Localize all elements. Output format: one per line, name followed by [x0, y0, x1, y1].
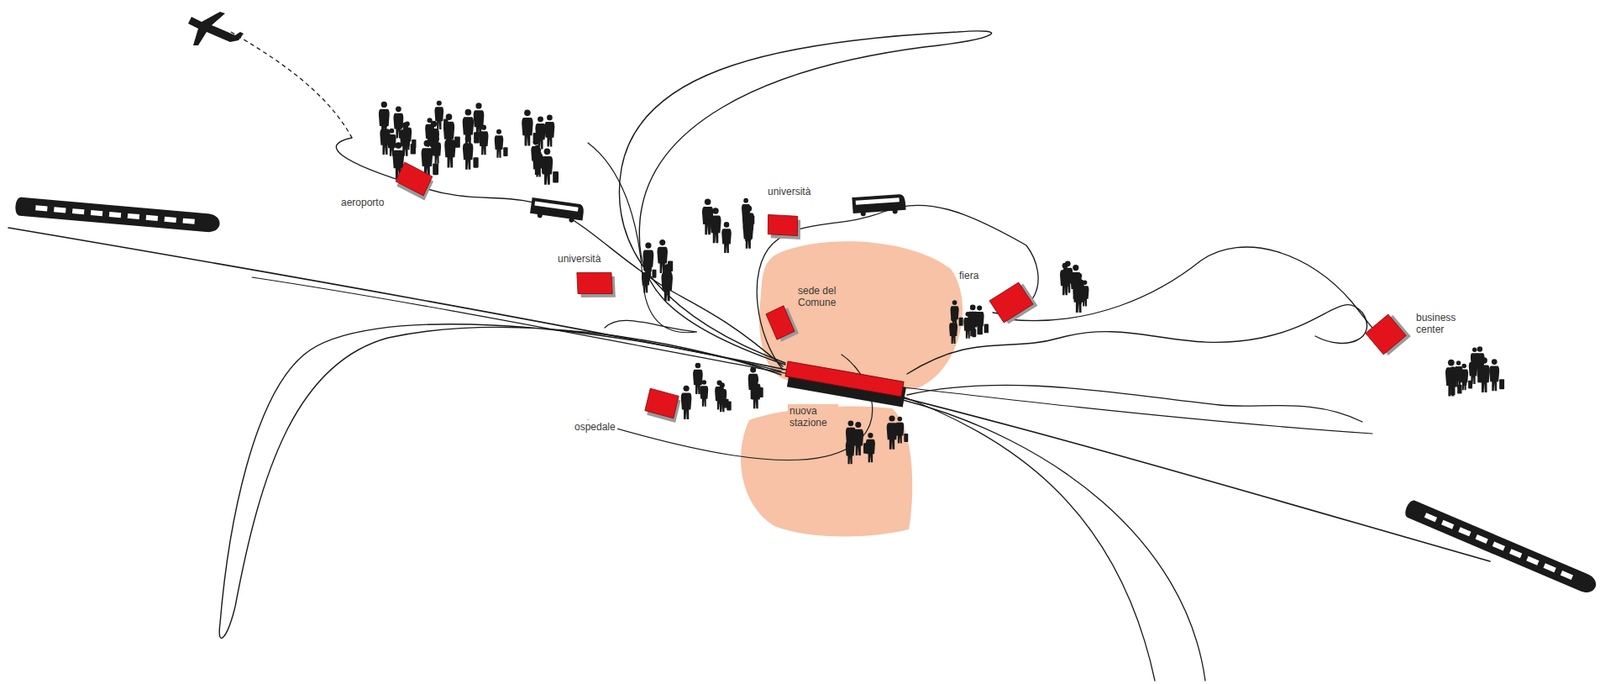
person-figure	[535, 115, 546, 149]
train-window	[1441, 519, 1454, 530]
flight-path	[230, 31, 352, 138]
train-window	[72, 208, 84, 215]
building-node: università	[758, 200, 808, 250]
person-figure	[399, 121, 416, 156]
person-figure	[721, 221, 732, 253]
train-window	[1492, 541, 1506, 551]
train-icon	[15, 196, 221, 233]
place-label: aeroporto	[339, 195, 386, 210]
person-figure	[462, 136, 479, 170]
route-line	[619, 31, 992, 365]
person-figure	[709, 207, 721, 243]
train-window	[1424, 512, 1438, 522]
place-label: sede del Comune	[796, 283, 852, 310]
person-figure	[379, 121, 390, 155]
station-node: nuova stazione	[776, 314, 912, 449]
train-window	[1526, 556, 1539, 566]
person-figure	[717, 382, 731, 412]
building-icon	[637, 378, 687, 428]
trains	[15, 196, 1600, 596]
place-label: fiera	[957, 268, 981, 283]
routes	[8, 31, 1490, 681]
train-window	[1458, 526, 1471, 536]
route-line	[898, 394, 1155, 681]
train-window	[1475, 534, 1489, 544]
person-figure	[950, 299, 964, 327]
train-window	[182, 218, 195, 225]
person-figure	[845, 435, 856, 464]
person-figure	[692, 362, 703, 394]
train-window	[127, 213, 140, 220]
person-figure	[424, 117, 435, 147]
route-line	[219, 324, 782, 639]
railway-line	[251, 277, 1373, 434]
railway-line	[8, 227, 1490, 562]
person-figure	[656, 239, 673, 273]
airplane-icon	[188, 11, 244, 46]
route-line	[902, 399, 1206, 681]
bus-icon	[529, 197, 585, 225]
person-figure	[1073, 276, 1085, 313]
train-icon	[1403, 498, 1600, 596]
person-figure	[544, 115, 555, 147]
person-figure	[444, 131, 456, 168]
train-window	[109, 211, 121, 218]
place-label: business center	[1414, 310, 1467, 336]
person-figure	[1062, 260, 1073, 293]
place-label: università	[765, 184, 813, 199]
person-figure	[660, 264, 673, 301]
person-figure	[975, 305, 989, 336]
route-line	[756, 204, 1039, 370]
building-icon	[1361, 309, 1411, 359]
person-figure	[748, 367, 759, 399]
place-label: ospedale	[572, 419, 618, 434]
building-icon	[388, 153, 440, 205]
person-figure	[1489, 358, 1505, 391]
urban-areas	[740, 241, 963, 536]
person-figure	[541, 147, 559, 184]
train-window	[1543, 562, 1557, 572]
train-window	[90, 209, 103, 216]
person-figure	[641, 266, 651, 293]
person-figure	[1454, 360, 1468, 387]
route-line	[587, 142, 698, 333]
person-figure	[1447, 366, 1462, 395]
route-line	[335, 137, 783, 367]
train-window	[35, 204, 48, 211]
person-figure	[494, 129, 509, 158]
person-figure	[681, 385, 693, 420]
building-node: sede del Comune	[756, 299, 804, 347]
train-window	[1560, 570, 1574, 580]
route-line	[907, 384, 1363, 422]
airplane	[188, 11, 352, 138]
person-figure	[886, 414, 898, 449]
building-node: aeroporto	[388, 153, 440, 205]
building-icon	[984, 275, 1039, 330]
person-figure	[473, 102, 485, 137]
people-crowds	[378, 100, 1505, 465]
route-line	[1007, 246, 1391, 345]
person-figure	[662, 263, 672, 294]
train-window	[164, 216, 177, 223]
building-icon	[758, 200, 808, 250]
person-figure	[1479, 356, 1490, 393]
person-figure	[748, 367, 764, 399]
person-figure	[741, 198, 755, 226]
building-node: fiera	[984, 275, 1039, 330]
bus-icon	[851, 194, 906, 217]
person-figure	[865, 432, 876, 462]
person-figure	[895, 416, 908, 444]
building-node: università	[567, 256, 622, 310]
place-label: nuova stazione	[787, 403, 839, 430]
person-figure	[532, 145, 547, 175]
building-node: ospedale	[637, 378, 687, 428]
train-window	[146, 215, 158, 221]
place-label: università	[556, 251, 603, 266]
route-line	[907, 304, 1368, 374]
train-window	[53, 206, 66, 213]
train-window	[1509, 548, 1522, 558]
building-node: business center	[1361, 309, 1411, 359]
